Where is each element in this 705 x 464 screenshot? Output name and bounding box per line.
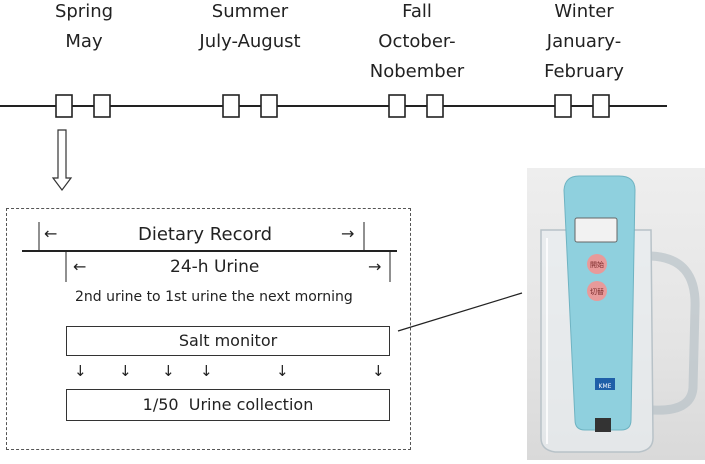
sampling-period-box [592, 94, 610, 118]
device-button-start [587, 254, 607, 274]
hollow-down-arrow [51, 129, 73, 191]
season-summer: Summer July-August [187, 0, 313, 57]
season-winter: Winter January- February [532, 0, 636, 87]
urine-arrow-right: → [368, 257, 382, 276]
device-button-switch-label: 切替 [590, 287, 604, 296]
sampling-period-box [554, 94, 572, 118]
sampling-period-box [260, 94, 278, 118]
dietary-arrow-left: ← [44, 224, 58, 243]
sampling-arrow: ↓ [162, 362, 175, 380]
season-name: Summer [211, 1, 289, 22]
device-screen [574, 217, 618, 243]
salt-monitor-label: Salt monitor [178, 331, 278, 350]
season-name: Winter [554, 1, 614, 22]
sampling-arrow: ↓ [372, 362, 385, 380]
season-spring: Spring May [44, 0, 124, 57]
sampling-period-box [426, 94, 444, 118]
salt-monitor-device: 開始 切替 KME [540, 175, 700, 453]
sampling-period-box [93, 94, 111, 118]
protocol-panel [6, 208, 411, 450]
season-name: Spring [54, 1, 114, 22]
sampling-period-box [388, 94, 406, 118]
sampling-period-box [222, 94, 240, 118]
urine-collection-label: 1/50 Urine collection [142, 395, 314, 414]
season-fall: Fall October- Nobember [362, 0, 472, 87]
urine-collection-box: 1/50 Urine collection [66, 389, 390, 421]
sampling-arrow: ↓ [119, 362, 132, 380]
sampling-arrow: ↓ [74, 362, 87, 380]
urine-arrow-left: ← [73, 257, 87, 276]
sampling-period-box [55, 94, 73, 118]
urine-24h-label: 24-h Urine [170, 257, 260, 277]
season-months: July-August [199, 31, 301, 52]
sample-box-group [55, 94, 610, 118]
device-probe-tip [595, 418, 611, 432]
salt-monitor-photo: 開始 切替 KME [527, 168, 705, 460]
season-months: Nobember [369, 61, 465, 82]
salt-meter: 開始 切替 KME [563, 175, 636, 432]
dietary-record-label: Dietary Record [138, 224, 272, 245]
salt-monitor-box: Salt monitor [66, 326, 390, 356]
season-name: Fall [402, 1, 432, 22]
sampling-arrow: ↓ [276, 362, 289, 380]
connector-line [397, 292, 523, 332]
sampling-arrow: ↓ [200, 362, 213, 380]
season-months: February [544, 61, 624, 82]
urine-window-note: 2nd urine to 1st urine the next morning [75, 289, 353, 305]
device-button-switch [587, 281, 607, 301]
device-logo-text: KME [599, 383, 612, 390]
season-months: January- [546, 31, 622, 52]
device-button-start-label: 開始 [590, 260, 604, 269]
device-logo [595, 378, 615, 390]
season-months: October- [378, 31, 456, 52]
season-months: May [65, 31, 103, 52]
dietary-arrow-right: → [341, 224, 355, 243]
